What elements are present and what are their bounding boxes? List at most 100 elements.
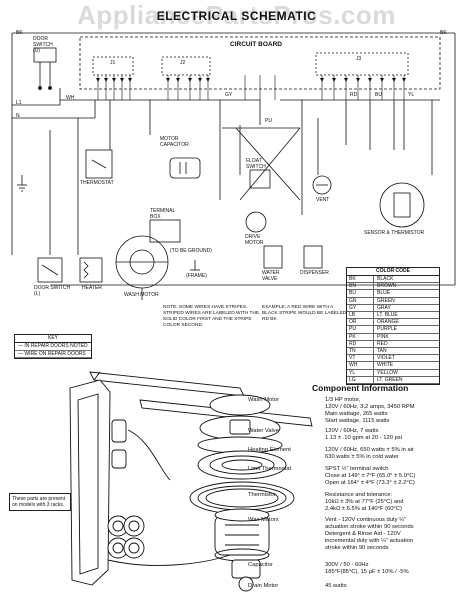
key-title: KEY	[15, 335, 91, 343]
water-valve-label: WATER VALVE	[262, 270, 280, 282]
color-code-name: GREEN	[377, 297, 395, 304]
float-switch-label: FLOAT SWITCH	[246, 158, 266, 170]
component-name: Wax Motors	[248, 517, 279, 523]
dispenser-label: DISPENSER	[300, 270, 329, 276]
wire-label-bk: BK	[16, 30, 23, 36]
frame-label: (FRAME)	[186, 273, 207, 279]
color-code-name: WHITE	[377, 362, 394, 369]
color-code-name: GRAY	[377, 304, 391, 311]
component-spec-line: 630 watts ± 5% in cold water	[325, 454, 399, 460]
component-spec-line: 45 watts	[325, 583, 347, 589]
component-spec-line: Detergent & Rinse Aid - 120V	[325, 531, 401, 537]
wire-label-wh: WH	[66, 95, 75, 101]
color-code-abbr: OR	[347, 319, 374, 326]
color-code-abbr: VT	[347, 355, 374, 362]
component-spec-line: Start wattage, 1115 watts	[325, 418, 390, 424]
color-code-abbr: YL	[347, 369, 374, 376]
circuit-board-label: CIRCUIT BOARD	[230, 41, 282, 48]
connector-j2-label: J2	[180, 60, 186, 66]
color-code-name: LT. BLUE	[377, 312, 398, 319]
component-name: Thermistor	[248, 492, 276, 498]
color-code-name: VIOLET	[377, 355, 395, 362]
wire-label-l1: L1	[16, 100, 22, 106]
component-spec: 1/3 HP motor,120V / 60Hz, 3.2 amps, 3450…	[325, 397, 470, 425]
component-spec-line: 120V / 60Hz, 3.2 amps, 3450 RPM	[325, 404, 415, 410]
component-spec-line: 10kΩ ± 3% at 77°F (25°C) and	[325, 499, 404, 505]
color-code-abbr: PU	[347, 326, 374, 333]
color-code-name: PURPLE	[377, 326, 398, 333]
component-spec-line: stroke within 90 seconds	[325, 545, 389, 551]
wire-label-bu: BU	[375, 92, 382, 98]
color-code-abbr: WH	[347, 362, 374, 369]
vent-label: VENT	[316, 197, 330, 203]
color-code-abbr: LG	[347, 376, 374, 384]
color-code-name: RED	[377, 340, 388, 347]
color-code-name: PINK	[377, 333, 389, 340]
component-spec-line: 185°F(85°C), 15 µF ± 10% / -5%	[325, 569, 409, 575]
wire-label-gy: GY	[225, 92, 233, 98]
three-racks-callout: These parts are present on models with 3…	[9, 493, 71, 511]
color-code-abbr: RD	[347, 340, 374, 348]
component-spec-line: 1/3 HP motor,	[325, 397, 361, 403]
component-name: Wash Motor	[248, 397, 280, 403]
color-code-abbr: LB	[347, 312, 374, 319]
color-code-abbr: GN	[347, 297, 374, 304]
color-code-name: YELLOW	[377, 369, 398, 376]
diagram-title: ELECTRICAL SCHEMATIC	[156, 9, 317, 23]
color-code-name: TAN	[377, 348, 387, 355]
color-code-abbr: PK	[347, 333, 374, 340]
wire-label-yl: YL	[408, 92, 415, 98]
component-spec-line: 1.13 ± .10 gpm at 20 - 120 psi	[325, 435, 402, 441]
color-code-abbr: GY	[347, 304, 374, 312]
component-spec-line: SPST ½" terminal switch	[325, 466, 389, 472]
component-spec-line: incremental duty with ¼" actuation	[325, 538, 414, 544]
component-name: Limit Thermostat	[248, 466, 292, 472]
component-spec: 45 watts	[325, 583, 470, 590]
motor-capacitor-label: MOTOR CAPACITOR	[160, 136, 189, 148]
wire-label-n: N	[16, 113, 20, 119]
stripe-note: NOTE: SOME WIRES HAVE STRIPES. STRIPED W…	[163, 305, 260, 328]
component-spec-line: Resistance and tolerance:	[325, 492, 393, 498]
component-name: Capacitor	[248, 562, 273, 568]
component-spec-line: 120V / 60Hz, 650 watts ± 5% in air	[325, 447, 414, 453]
connector-j1-label: J1	[110, 60, 116, 66]
color-code-name: BROWN	[377, 283, 397, 290]
ground-screw-label: (TO BE GROUND)	[170, 248, 212, 254]
color-code-name: BLUE	[377, 290, 391, 297]
connector-j3-label: J3	[356, 56, 362, 62]
color-code-title: COLOR CODE	[347, 268, 439, 276]
color-code-abbr: TN	[347, 348, 374, 355]
thermostat-label: THERMOSTAT	[80, 180, 114, 186]
wire-label-bk-right: BK	[440, 30, 447, 36]
component-name: Drain Motor	[248, 583, 279, 589]
color-code-name: LT. GREEN	[377, 376, 403, 383]
component-spec-line: Open at 164° ± 4°F (73.3° ± 2.2°C)	[325, 480, 415, 486]
wash-motor-label: WASH MOTOR	[124, 292, 159, 298]
component-spec-line: actuation stroke within 90 seconds	[325, 524, 414, 530]
component-name: Heating Element	[248, 447, 291, 453]
key-row: — IN REPAIR DOORS NOTED	[15, 343, 91, 351]
wire-label-rd: RD	[350, 92, 358, 98]
color-code-abbr: BN	[347, 283, 374, 290]
key-table: KEY — IN REPAIR DOORS NOTED — WIRE ON RE…	[14, 334, 92, 359]
heater-label: HEATER	[82, 285, 102, 291]
component-spec-line: Main wattage, 265 watts	[325, 411, 388, 417]
color-code-abbr: BK	[347, 276, 374, 283]
component-spec: Vent - 120V continuous duty ¼"actuation …	[325, 517, 470, 552]
component-info-title: Component Information	[312, 383, 409, 393]
